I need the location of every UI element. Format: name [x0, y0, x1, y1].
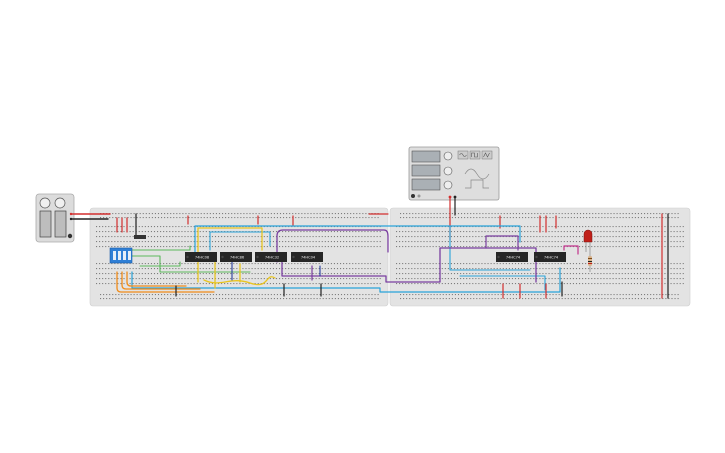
ic-notch: [535, 255, 538, 259]
square-wave-icon[interactable]: [469, 150, 481, 160]
function-generator-icon: [411, 150, 453, 198]
wire-green: [139, 261, 181, 267]
wire-orange: [121, 271, 201, 290]
dip-switch[interactable]: [109, 247, 133, 264]
ic-chip[interactable]: 74HC86: [220, 252, 252, 262]
wire-blue: [194, 225, 521, 253]
resistor[interactable]: [588, 250, 592, 272]
wire-purple: [281, 247, 537, 283]
ic-chip-label: 74HC08: [195, 255, 210, 259]
function-generator[interactable]: [408, 146, 500, 201]
wire-purple: [485, 235, 519, 251]
ic-notch: [292, 255, 295, 259]
sine-wave-icon[interactable]: [457, 150, 469, 160]
wire-orange: [126, 271, 187, 287]
wire-yellow: [203, 276, 276, 286]
led-icon: [583, 229, 593, 243]
wires[interactable]: [70, 196, 669, 299]
wire-green: [131, 245, 191, 251]
ic-chip-label: 74HC86: [230, 255, 245, 259]
ic-chip-label: 74HC32: [265, 255, 279, 259]
wire-blue: [459, 275, 546, 291]
waveform-preview: [464, 168, 490, 180]
wire-green: [131, 255, 251, 273]
wire-magenta: [563, 245, 579, 255]
ic-notch: [497, 255, 500, 259]
battery-pack-icon: [39, 197, 73, 239]
led[interactable]: [583, 229, 593, 252]
ic-chip[interactable]: 74HC32: [255, 252, 287, 262]
dip-switch-icon: [113, 251, 131, 260]
ic-chip-label: 74HC74: [506, 255, 521, 259]
ic-chip-body: [185, 252, 217, 262]
ic-chip[interactable]: 74HC74: [496, 252, 528, 262]
ic-notch: [256, 255, 259, 259]
ic-chip-body: [496, 252, 528, 262]
ic-chips[interactable]: 74HC08 74HC86 74HC32 74HC04 74HC74 74HC74: [185, 252, 566, 262]
ic-chip-label: 74HC04: [301, 255, 316, 259]
ic-notch: [186, 255, 189, 259]
wire-blue: [209, 231, 271, 251]
ic-chip-body: [534, 252, 566, 262]
wire-orange: [116, 271, 215, 293]
ic-chip[interactable]: 74HC04: [291, 252, 323, 262]
wire-blue: [131, 267, 561, 293]
ic-notch: [221, 255, 224, 259]
ic-chip-label: 74HC74: [544, 255, 559, 259]
triangle-wave-icon[interactable]: [481, 150, 493, 160]
waveform-preview-2: [465, 179, 489, 189]
power-supply[interactable]: [35, 193, 75, 243]
ic-chip-body: [220, 252, 252, 262]
ic-chip-body: [255, 252, 287, 262]
ic-chip[interactable]: 74HC08: [185, 252, 217, 262]
wire-purple: [276, 229, 389, 263]
ic-chip[interactable]: 74HC74: [534, 252, 566, 262]
resistor-icon: [588, 250, 592, 272]
ic-chip-body: [291, 252, 323, 262]
jumper-block[interactable]: [134, 235, 146, 239]
